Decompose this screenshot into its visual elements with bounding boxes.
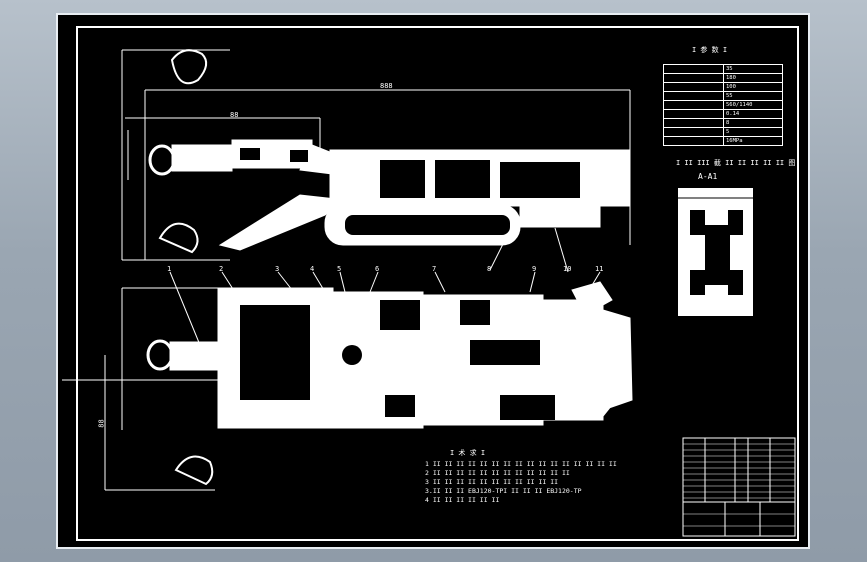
- param-value: 16MPa: [723, 136, 783, 146]
- param-value: 55: [723, 91, 783, 101]
- title-block-rows: [683, 443, 795, 527]
- note-line: 2 II II II II II II II II II II II II: [425, 469, 570, 477]
- title-block: [682, 437, 796, 537]
- callout-11: 11: [595, 265, 604, 273]
- callout-7: 7: [432, 265, 437, 273]
- param-value: 8: [723, 118, 783, 128]
- dimension-label-top: 888: [380, 82, 393, 90]
- param-value: 5: [723, 127, 783, 137]
- param-table: 35 180 100 55 560/1140 0.14 8 5 16MPa: [663, 64, 783, 146]
- param-value: 180: [723, 73, 783, 83]
- note-line: 4 II II II II II II: [425, 496, 500, 504]
- section-view-cutouts: [690, 210, 743, 295]
- plan-view-cutouts: [240, 300, 555, 420]
- section-title: I II III 截 II II II II II 图: [676, 159, 796, 167]
- section-label: A-A1: [698, 172, 718, 181]
- technical-notes: 1 II II II II II II II II II II II II II…: [425, 460, 617, 505]
- plan-view-dimensions: [62, 287, 220, 491]
- callout-1: 1: [167, 265, 172, 273]
- cutter-swing-arcs: [158, 49, 214, 486]
- notes-title: I 术 求 I: [450, 449, 486, 457]
- note-line: 3 II II II II II II II II II II II: [425, 478, 559, 486]
- note-line: 3.II II II EBJ120-TPI II II II EBJ120-TP: [425, 487, 582, 495]
- note-line: 1 II II II II II II II II II II II II II…: [425, 460, 617, 468]
- callout-leaders: [169, 227, 601, 346]
- callout-2: 2: [219, 265, 224, 273]
- callout-9: 9: [532, 265, 537, 273]
- callout-6: 6: [375, 265, 380, 273]
- callout-10: 10: [563, 265, 572, 273]
- callout-4: 4: [310, 265, 315, 273]
- dimension-label-plan: 88: [97, 419, 106, 428]
- param-value: 100: [723, 82, 783, 92]
- param-value: 35: [723, 64, 783, 74]
- dimension-label-left: 88: [230, 111, 239, 119]
- param-table-title: I 参 数 I: [692, 46, 728, 54]
- callout-5: 5: [337, 265, 342, 273]
- param-value: 0.14: [723, 109, 783, 119]
- side-view-cutouts: [240, 148, 580, 235]
- param-value: 560/1140: [723, 100, 783, 110]
- callout-3: 3: [275, 265, 280, 273]
- drawing-border: [76, 26, 799, 541]
- callout-8: 8: [487, 265, 492, 273]
